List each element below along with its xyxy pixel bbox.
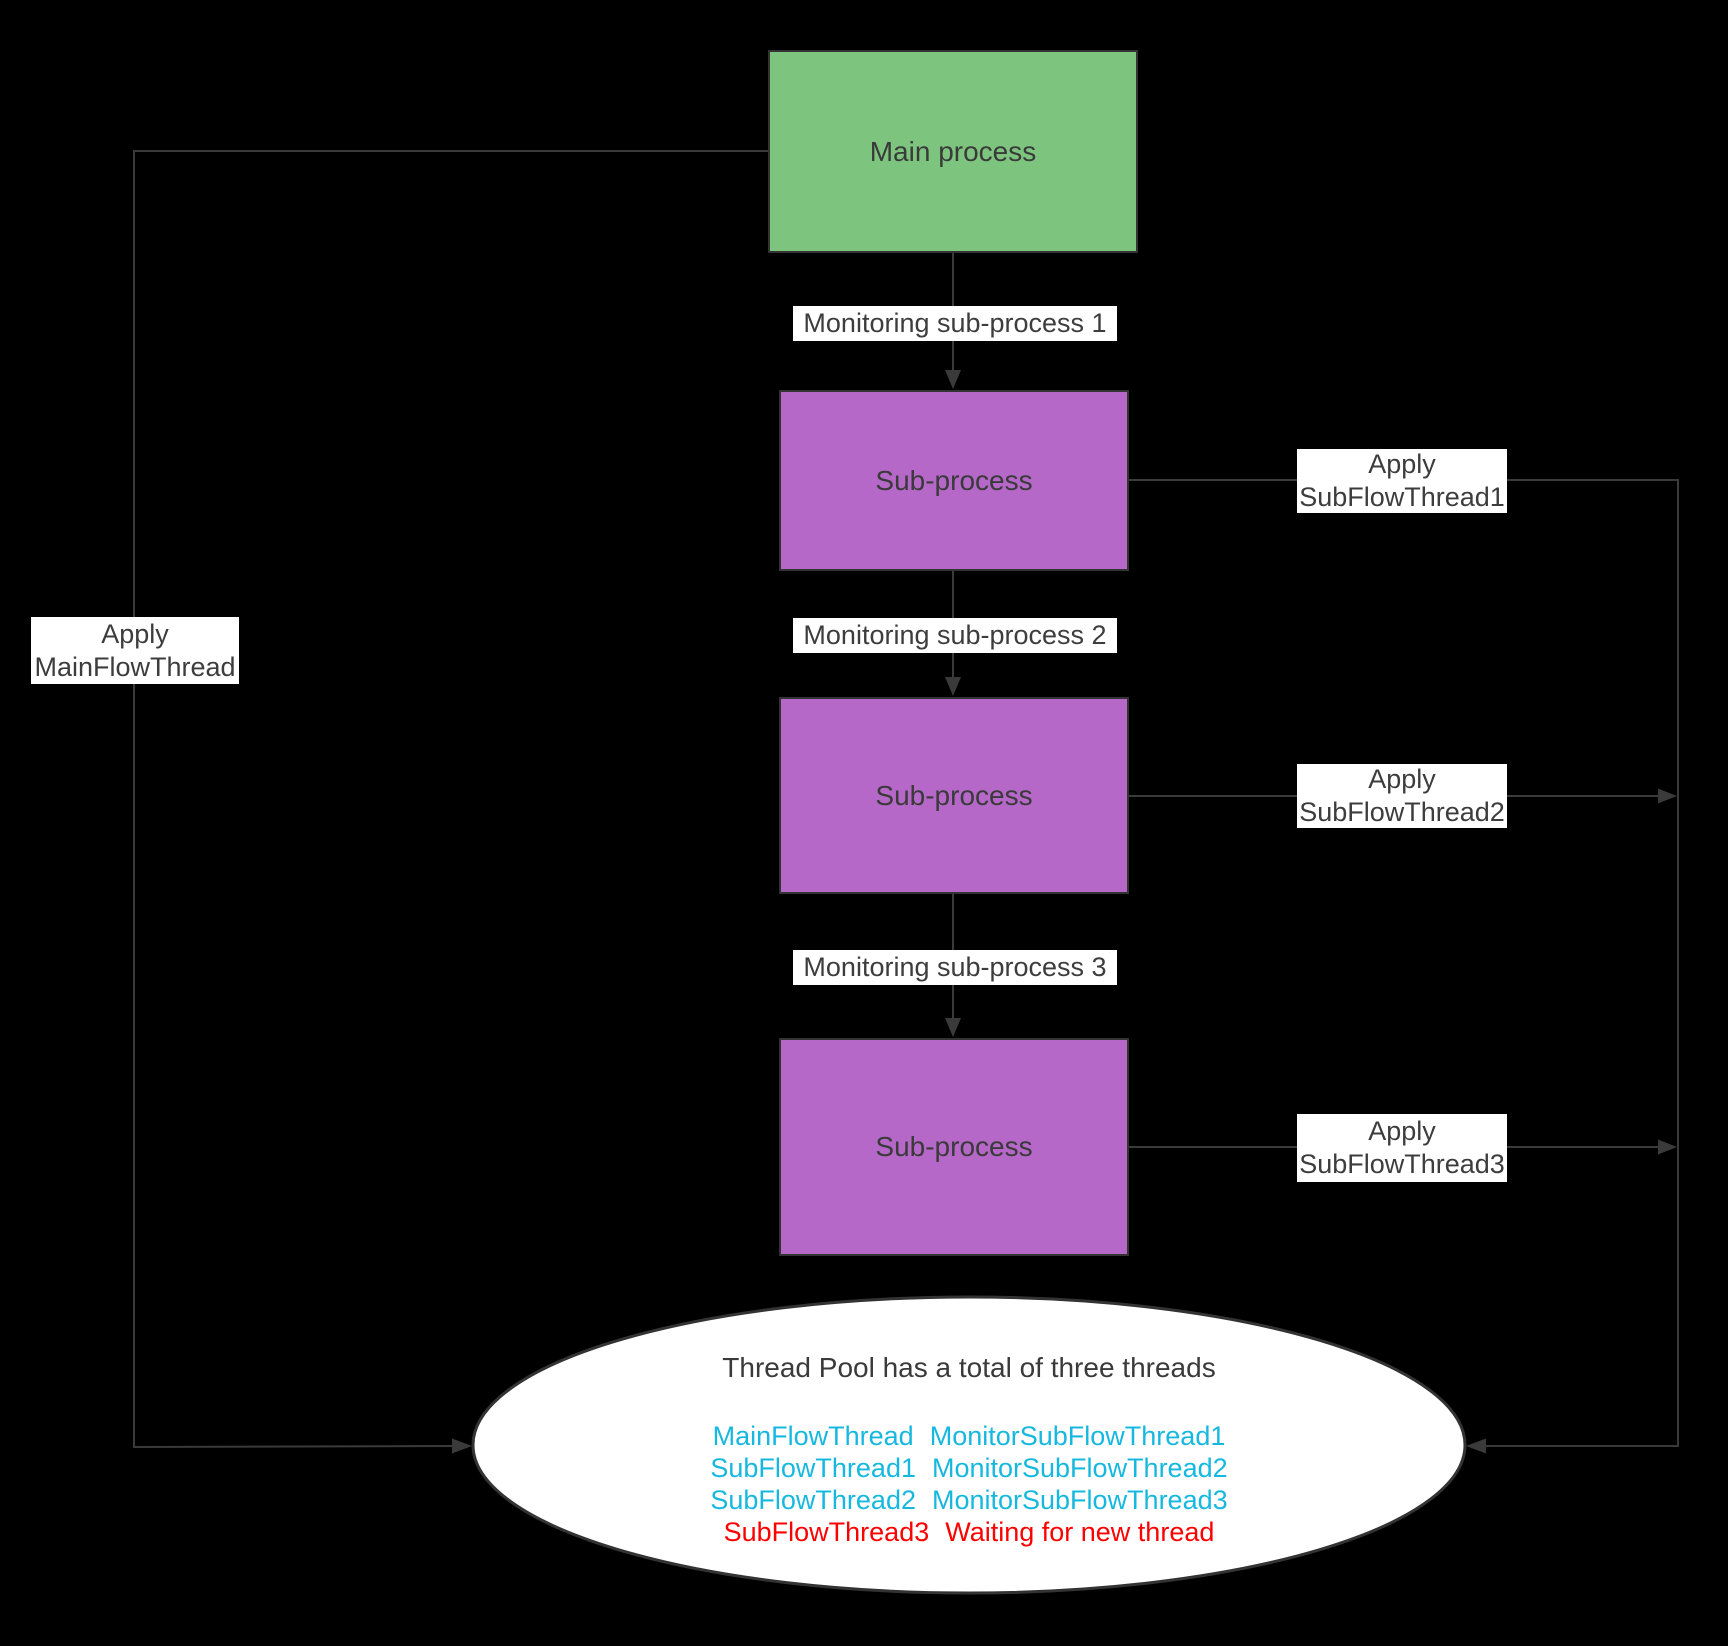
thread-pool-list: MainFlowThread MonitorSubFlowThread1 Sub… bbox=[469, 1420, 1469, 1548]
thread-pool-row: SubFlowThread1 MonitorSubFlowThread2 bbox=[469, 1452, 1469, 1484]
edge-label-apply-mainflowthread: Apply MainFlowThread bbox=[31, 617, 239, 684]
thread-pool-title: Thread Pool has a total of three threads bbox=[722, 1352, 1216, 1383]
thread-name: MonitorSubFlowThread2 bbox=[931, 1453, 1228, 1483]
node-sub-process-2: Sub-process bbox=[779, 697, 1129, 894]
node-sub-process-3-label: Sub-process bbox=[875, 1131, 1033, 1162]
thread-name: MonitorSubFlowThread1 bbox=[929, 1421, 1226, 1451]
edge-label-monitor-1: Monitoring sub-process 1 bbox=[793, 306, 1117, 341]
edge-label-apply-subflowthread1: Apply SubFlowThread1 bbox=[1297, 449, 1507, 513]
node-sub-process-2-label: Sub-process bbox=[875, 779, 1033, 811]
edge-label-monitor-2: Monitoring sub-process 2 bbox=[793, 618, 1117, 653]
arrowhead-monitor-3 bbox=[945, 1018, 961, 1037]
edge-label-apply-subflowthread2: Apply SubFlowThread2 bbox=[1297, 764, 1507, 828]
arrowhead-into-pool-right bbox=[1466, 1438, 1486, 1454]
thread-pool-row: SubFlowThread2 MonitorSubFlowThread3 bbox=[469, 1484, 1469, 1516]
edge-label-apply-subflowthread3: Apply SubFlowThread3 bbox=[1297, 1114, 1507, 1182]
edge-apply-mainflowthread bbox=[133, 150, 768, 1449]
arrowhead-merge-3 bbox=[1658, 1139, 1677, 1155]
node-sub-process-3: Sub-process bbox=[779, 1038, 1129, 1256]
arrowhead-merge-2 bbox=[1658, 788, 1677, 804]
thread-name: SubFlowThread2 bbox=[710, 1485, 916, 1515]
thread-pool-row-waiting: SubFlowThread3 Waiting for new thread bbox=[469, 1516, 1469, 1548]
thread-name: MainFlowThread bbox=[712, 1421, 914, 1451]
node-main-process: Main process bbox=[768, 50, 1138, 253]
arrowhead-monitor-2 bbox=[945, 677, 961, 696]
thread-name: SubFlowThread3 bbox=[723, 1517, 930, 1547]
thread-status: Waiting for new thread bbox=[945, 1517, 1215, 1547]
edge-apply-subflowthread1 bbox=[1128, 479, 1679, 1447]
arrowhead-monitor-1 bbox=[945, 370, 961, 389]
thread-pool-ellipse bbox=[471, 1295, 1467, 1595]
node-sub-process-1: Sub-process bbox=[779, 390, 1129, 571]
thread-pool-row: MainFlowThread MonitorSubFlowThread1 bbox=[469, 1420, 1469, 1452]
thread-name: MonitorSubFlowThread3 bbox=[931, 1485, 1228, 1515]
node-sub-process-1-label: Sub-process bbox=[875, 464, 1033, 496]
edge-label-monitor-3: Monitoring sub-process 3 bbox=[793, 950, 1117, 985]
arrowhead-into-pool-left bbox=[452, 1438, 472, 1454]
node-main-process-label: Main process bbox=[869, 135, 1037, 167]
thread-name: SubFlowThread1 bbox=[710, 1453, 916, 1483]
